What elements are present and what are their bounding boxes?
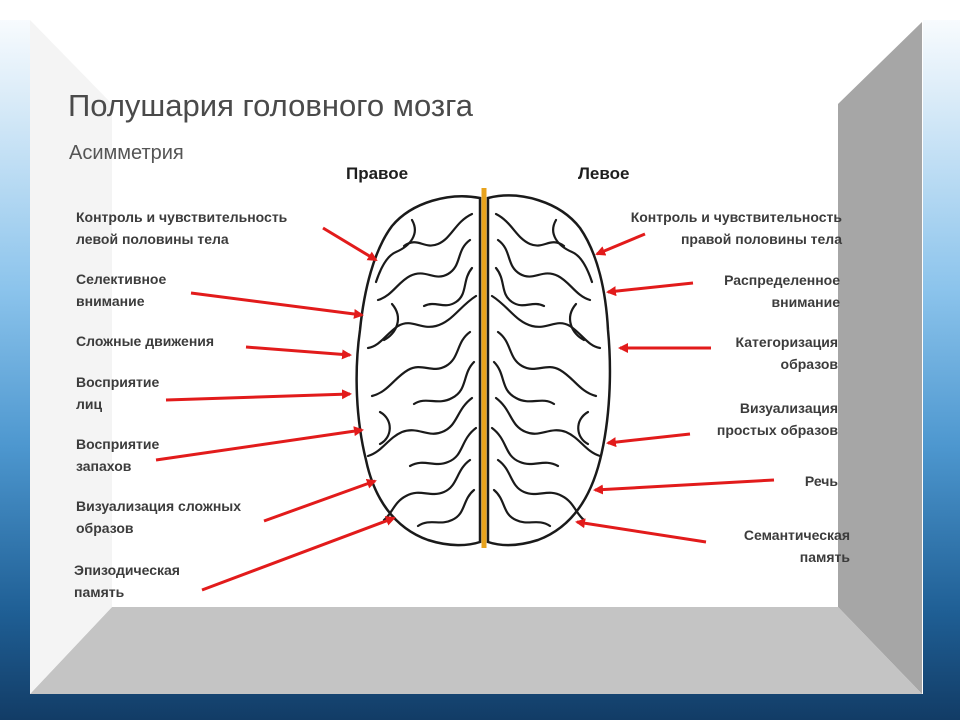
left-function-label: Речь: [804, 473, 838, 489]
arrow-right-7: [201, 516, 396, 592]
arrow-left-2: [606, 281, 694, 297]
left-function-label: Визуализация простых образов: [716, 400, 838, 438]
left-function-label: Категоризация образов: [735, 334, 838, 372]
left-function-label: Семантическая память: [743, 527, 850, 565]
frame-right-bevel: [838, 22, 922, 694]
arrow-left-4: [606, 432, 691, 448]
right-function-label: Визуализация сложных образов: [76, 498, 242, 536]
arrow-left-1: [595, 232, 646, 256]
arrow-right-1: [322, 226, 378, 262]
left-hemisphere-label: Левое: [578, 164, 630, 183]
right-function-label: Восприятие лиц: [76, 374, 160, 412]
left-function-label: Распределенное внимание: [724, 272, 840, 310]
arrow-right-3: [245, 345, 352, 360]
arrow-right-4: [165, 389, 352, 402]
right-function-label: Восприятие запахов: [76, 436, 160, 474]
arrow-right-6: [263, 479, 377, 523]
frame-left-bevel: [30, 20, 112, 694]
frame-bottom-bevel: [30, 607, 922, 694]
right-function-label: Сложные движения: [76, 333, 215, 349]
right-arrows: [155, 226, 396, 592]
arrow-left-5: [593, 478, 775, 495]
arrow-left-6: [575, 518, 707, 544]
left-function-label: Контроль и чувствительность правой полов…: [630, 209, 842, 247]
left-hemisphere-outline: [486, 194, 612, 547]
arrow-right-5: [155, 426, 364, 462]
right-function-label: Селективное внимание: [76, 271, 167, 309]
brain-gyri: [366, 212, 602, 528]
slide-title: Полушария головного мозга: [68, 88, 473, 123]
right-hemisphere-outline: [355, 195, 482, 547]
slide-subtitle: Асимметрия: [69, 142, 184, 164]
arrow-right-2: [190, 291, 364, 319]
left-arrows: [575, 232, 775, 544]
right-hemisphere-label: Правое: [346, 164, 409, 183]
right-function-label: Контроль и чувствительность левой полови…: [76, 209, 288, 247]
right-function-label: Эпизодическая память: [74, 562, 180, 600]
